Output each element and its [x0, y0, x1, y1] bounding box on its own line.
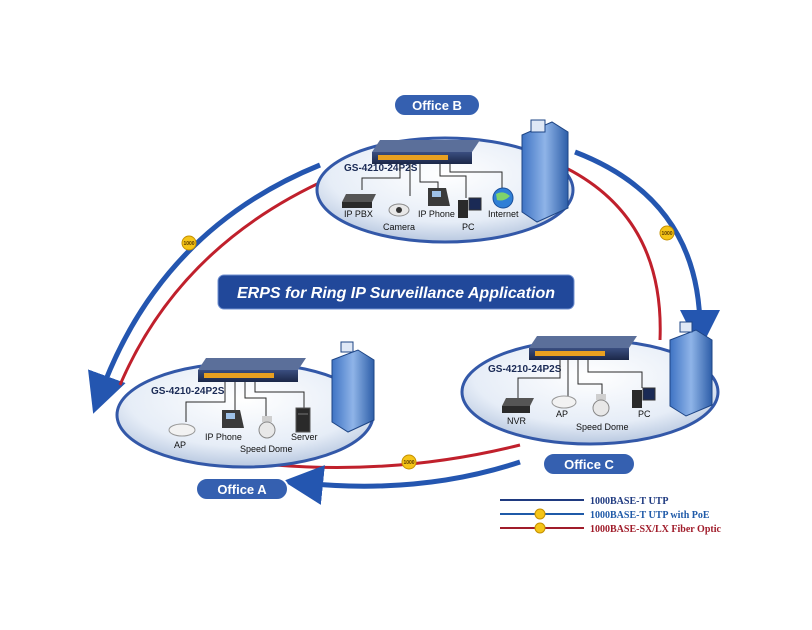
office-b-label: Office B: [412, 98, 462, 113]
link-badge-left-text: 1000: [183, 241, 194, 247]
ip-pbx-icon: [342, 194, 376, 208]
office-b-building-icon: [521, 119, 569, 223]
link-badge-right-text: 1000: [661, 231, 672, 237]
link-badge-right: 1000: [659, 225, 675, 241]
office-b-pbx-label: IP PBX: [344, 209, 373, 219]
link-b-a-fiber: [118, 176, 331, 386]
nvr-icon: [502, 398, 534, 413]
legend-utp-label: 1000BASE-T UTP: [590, 496, 668, 507]
office-c-building-icon: [669, 321, 713, 417]
office-a-group: GS-4210-24P2S AP IP Phone Speed Dome Ser…: [115, 341, 375, 501]
camera-icon: [388, 203, 410, 217]
legend-item-poe: 1000BASE-T UTP with PoE: [500, 508, 710, 521]
link-b-a-blue-arrow: [88, 162, 321, 414]
link-b-c-fiber: [559, 163, 662, 341]
legend-poe-label: 1000BASE-T UTP with PoE: [590, 510, 710, 521]
legend-item-utp: 1000BASE-T UTP: [500, 496, 668, 507]
office-b-pill: [393, 93, 481, 117]
office-b-pc-label: PC: [462, 222, 475, 232]
office-b-internet-label: Internet: [488, 209, 519, 219]
office-c-cables: [517, 360, 643, 398]
access-point-icon-c: [551, 395, 577, 409]
office-c-nvr-label: NVR: [507, 416, 527, 426]
link-b-c-blue-arrow: [574, 149, 720, 350]
title-box: ERPS for Ring IP Surveillance Applicatio…: [217, 274, 575, 310]
office-a-server-label: Server: [291, 432, 318, 442]
office-a-cables: [185, 382, 305, 422]
ip-phone-icon: [428, 188, 450, 206]
speed-dome-icon-a: [258, 416, 276, 439]
office-c-ap-label: AP: [556, 409, 568, 419]
office-b-switch-icon: [372, 140, 480, 164]
office-c-dome-label: Speed Dome: [576, 422, 629, 432]
office-b-group: GS-4210-24P2S IP PBX Camera IP Phone: [315, 93, 575, 244]
office-b-switch-label: GS-4210-24P2S: [344, 163, 418, 174]
office-c-pc-label: PC: [638, 409, 651, 419]
legend: 1000BASE-T UTP 1000BASE-T UTP with PoE 1…: [500, 496, 721, 535]
office-c-switch-icon: [529, 336, 637, 360]
legend-fiber-label: 1000BASE-SX/LX Fiber Optic: [590, 524, 721, 535]
pc-icon-c: [632, 387, 656, 408]
office-c-switch-label: GS-4210-24P2S: [488, 364, 562, 375]
office-a-dome-label: Speed Dome: [240, 444, 293, 454]
link-c-a-blue-arrow: [283, 459, 521, 505]
office-a-switch-label: GS-4210-24P2S: [151, 386, 225, 397]
link-badge-left: 1000: [181, 235, 197, 251]
access-point-icon: [168, 423, 196, 437]
office-c-pill: [542, 452, 636, 476]
link-badge-bottom-text: 1000: [403, 460, 414, 466]
office-a-switch-icon: [198, 358, 306, 382]
office-a-label: Office A: [217, 482, 267, 497]
speed-dome-icon-c: [592, 394, 610, 417]
link-badge-bottom: 1000: [401, 454, 417, 470]
pc-icon: [458, 197, 482, 218]
office-b-cables: [361, 164, 503, 198]
office-c-label: Office C: [564, 457, 614, 472]
office-b-phone-label: IP Phone: [418, 209, 455, 219]
office-a-building-icon: [331, 341, 375, 433]
office-b-camera-label: Camera: [383, 222, 415, 232]
office-c-group: GS-4210-24P2S NVR AP Speed Dome PC Offic…: [460, 321, 720, 476]
legend-item-fiber: 1000BASE-SX/LX Fiber Optic: [500, 522, 721, 535]
internet-globe-icon: [492, 187, 514, 209]
ring-links: [88, 149, 720, 505]
office-a-phone-label: IP Phone: [205, 432, 242, 442]
server-icon: [295, 407, 311, 433]
diagram-title: ERPS for Ring IP Surveillance Applicatio…: [237, 285, 555, 302]
ip-phone-icon-a: [222, 410, 244, 428]
office-a-ap-label: AP: [174, 440, 186, 450]
office-a-pill: [195, 477, 289, 501]
